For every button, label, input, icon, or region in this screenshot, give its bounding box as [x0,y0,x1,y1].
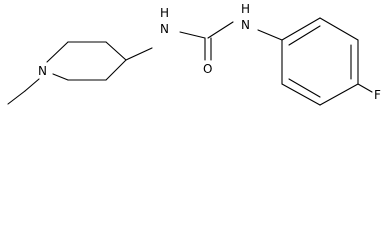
bond-c4-nh [125,47,153,61]
atom-nh-left-n: N [160,22,169,36]
bond-nh-phenyl [257,29,283,41]
bond-ph-c1-c2 [281,17,321,41]
atom-nh-right-n: N [241,18,250,32]
bond-carbonyl-nh-right [207,21,234,39]
bond-ethyl-ch3-ch2 [7,90,26,105]
bond-ring-n-c2 [46,41,69,63]
atom-n-ring: N [38,64,47,78]
atom-nh-left-h: H [160,6,169,20]
bond-ph-c5-c6 [281,83,321,106]
bond-ethyl-ch2-n [24,78,40,92]
bond-nh-carbonyl [179,31,206,39]
atom-carbonyl-o: O [203,62,212,76]
bond-ring-c3-c4 [105,41,127,61]
bond-ph-c4-c5 [319,83,359,106]
bond-ph-f [357,83,373,93]
atom-nh-right-h: H [241,2,250,16]
bond-ring-c4-c5 [105,59,127,81]
atom-fluorine: F [374,88,381,102]
molecule-diagram: N H N O H N F [7,2,381,106]
bond-ph-c2-c3 [319,17,359,41]
bond-ring-c6-n [52,73,69,81]
bond-ph-inner-1 [288,25,321,46]
structure-canvas: N H N O H N F [0,0,390,107]
bond-ph-inner-3 [288,78,321,98]
